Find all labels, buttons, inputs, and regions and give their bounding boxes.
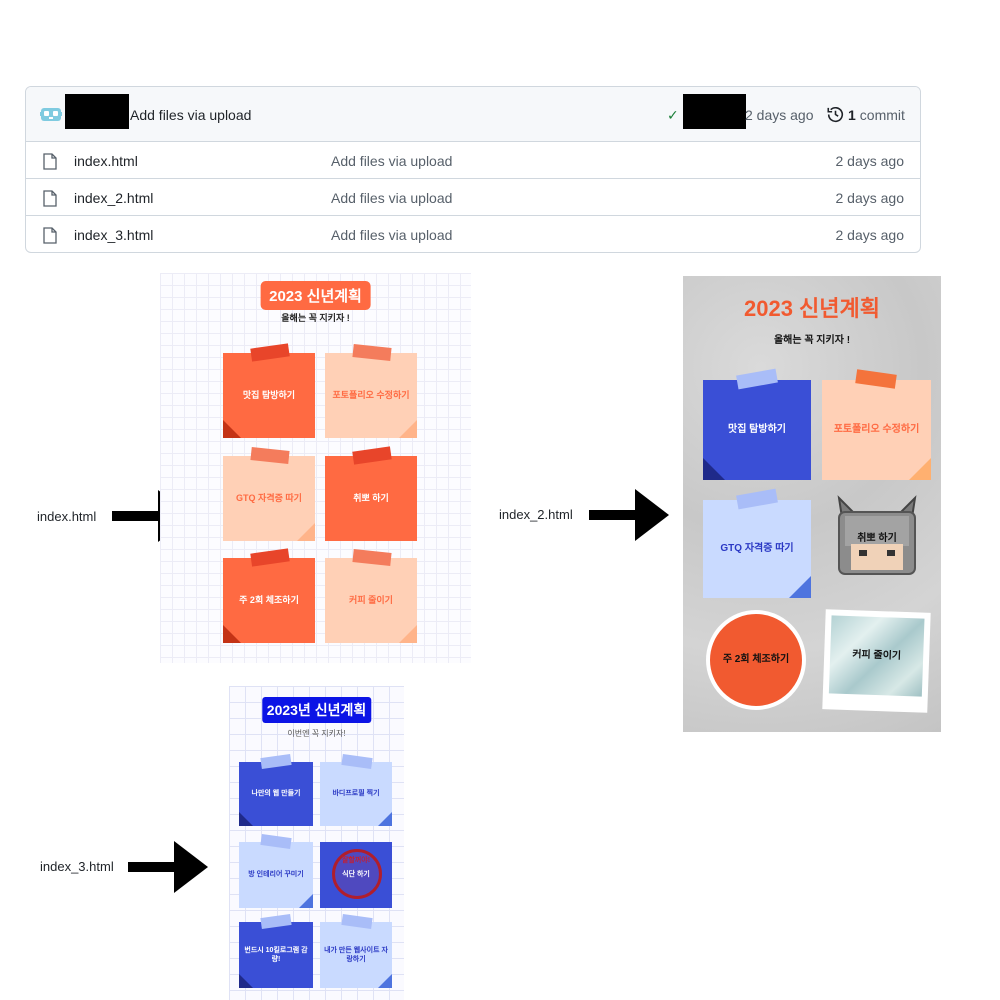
check-icon[interactable]: ✓ — [667, 107, 679, 123]
label-index-3: index_3.html — [40, 859, 114, 874]
sticky-note: GTQ 자격증 따기 — [223, 447, 315, 541]
commit-label: commit — [859, 106, 905, 123]
preview-subtitle: 이번엔 꼭 지키자! — [287, 729, 346, 738]
sticky-note: 나만의 웹 만들기 — [239, 753, 313, 826]
stamp-text: 잘할꺼야! — [341, 857, 371, 864]
photo-note: 커피 줄이기 — [822, 609, 931, 713]
file-commit-message[interactable]: Add files via upload — [331, 227, 453, 243]
commit-count: 1 — [848, 106, 856, 123]
pixel-cat-sticker: 취뽀 하기 — [829, 494, 925, 580]
file-commit-message[interactable]: Add files via upload — [331, 153, 453, 169]
file-name[interactable]: index.html — [74, 153, 138, 169]
sticky-note: 커피 줄이기 — [325, 549, 417, 643]
file-name[interactable]: index_2.html — [74, 190, 154, 206]
sticky-note: 잘할꺼야! 식단 하기 — [320, 842, 392, 908]
sticky-note: 맛집 탐방하기 — [223, 343, 315, 438]
sticky-note: 맛집 탐방하기 — [703, 368, 811, 480]
file-commit-time: 2 days ago — [835, 227, 905, 243]
arrow-right-icon — [128, 841, 208, 893]
sticky-note: 바디프로필 찍기 — [320, 753, 392, 826]
file-row[interactable]: index.html Add files via upload 2 days a… — [26, 142, 920, 179]
sticky-note: 방 인테리어 꾸미기 — [239, 833, 313, 908]
preview-index-1: 2023 신년계획 올해는 꼭 지키자 ! 맛집 탐방하기 포토폴리오 수정하기… — [160, 273, 471, 663]
circle-note: 주 2회 체조하기 — [706, 610, 806, 710]
sticky-note: 번드시 10킬로그램 감량! — [239, 913, 313, 988]
redacted-commit-hash — [683, 94, 746, 129]
latest-commit-bar: Add files via upload ✓ 2 days ago 1 comm… — [26, 87, 920, 142]
sticky-note: 내가 만든 웹사이트 자랑하기 — [320, 913, 392, 988]
sticky-note: 취뽀 하기 — [325, 446, 417, 541]
history-icon — [827, 107, 844, 123]
file-commit-message[interactable]: Add files via upload — [331, 190, 453, 206]
file-commit-time: 2 days ago — [835, 153, 905, 169]
preview-title: 2023 신년계획 — [260, 281, 371, 310]
repo-file-list: Add files via upload ✓ 2 days ago 1 comm… — [25, 86, 921, 253]
preview-subtitle: 올해는 꼭 지키자 ! — [281, 313, 350, 323]
preview-index-3: 2023년 신년계획 이번엔 꼭 지키자! 나만의 웹 만들기 바디프로필 찍기… — [229, 686, 404, 1000]
latest-commit-message[interactable]: Add files via upload — [130, 107, 252, 123]
file-name[interactable]: index_3.html — [74, 227, 154, 243]
preview-subtitle: 올해는 꼭 지키자 ! — [773, 335, 851, 346]
preview-title: 2023년 신년계획 — [261, 697, 372, 723]
redacted-username — [65, 94, 129, 129]
file-row[interactable]: index_2.html Add files via upload 2 days… — [26, 179, 920, 216]
arrow-right-icon — [589, 489, 669, 541]
sticky-note: 포토폴리오 수정하기 — [325, 344, 417, 438]
preview-title: 2023 신년계획 — [743, 296, 880, 321]
file-icon — [43, 153, 57, 170]
commit-history-link[interactable]: 1 commit — [827, 106, 905, 123]
preview-index-2: 2023 신년계획 올해는 꼭 지키자 ! 맛집 탐방하기 포토폴리오 수정하기… — [683, 276, 941, 732]
label-index-2: index_2.html — [499, 507, 573, 522]
stamp-circle — [332, 849, 382, 899]
label-index-1: index.html — [37, 509, 97, 524]
sticky-note: 주 2회 체조하기 — [223, 548, 315, 643]
pixel-cat-icon — [837, 495, 917, 575]
file-icon — [43, 227, 57, 244]
file-icon — [43, 190, 57, 207]
file-row[interactable]: index_3.html Add files via upload 2 days… — [26, 216, 920, 252]
bot-avatar-icon[interactable] — [40, 105, 62, 123]
sticky-note: 포토폴리오 수정하기 — [822, 369, 931, 480]
latest-commit-time: 2 days ago — [745, 107, 814, 123]
sticky-note: GTQ 자격증 따기 — [703, 488, 811, 598]
file-commit-time: 2 days ago — [835, 190, 905, 206]
